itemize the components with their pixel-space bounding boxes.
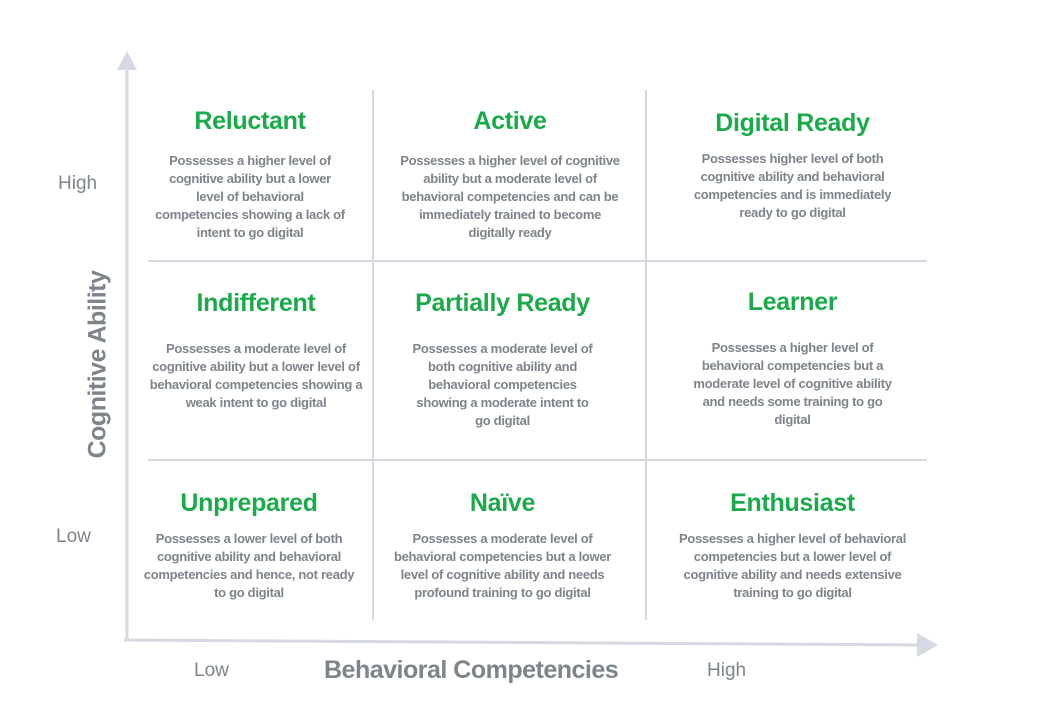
cell-naive: Naïve Possesses a moderate level of beha… [375,488,630,602]
cell-active: Active Possesses a higher level of cogni… [385,106,635,242]
x-axis-arrow-icon [917,633,938,657]
cell-title: Partially Ready [415,289,590,317]
cell-partially-ready: Partially Ready Possesses a moderate lev… [385,288,620,430]
y-tick-low: Low [56,526,91,547]
cell-description: Possesses a higher level of cognitive ab… [155,153,345,240]
x-axis-line [123,638,921,647]
x-tick-low: Low [194,660,229,681]
cell-learner: Learner Possesses a higher level of beha… [665,287,920,429]
y-tick-high: High [58,173,98,194]
cell-title: Reluctant [194,107,306,135]
cell-description: Possesses higher level of both cognitive… [693,151,892,220]
cell-unprepared: Unprepared Possesses a lower level of bo… [135,488,363,602]
x-tick-high: High [707,660,747,681]
cell-title: Naïve [469,489,536,517]
x-axis-title: Behavioral Competencies [324,656,619,684]
y-axis-title: Cognitive Ability [83,270,112,459]
cell-title: Active [473,107,547,135]
cell-description: Possesses a moderate level of both cogni… [412,341,593,428]
cell-description: Possesses a higher level of behavioral c… [693,340,892,427]
cell-title: Indifferent [196,289,316,317]
cell-description: Possesses a higher level of behavioral c… [678,531,907,600]
cell-title: Enthusiast [730,489,855,517]
cell-title: Learner [747,288,838,316]
y-axis-arrow-icon [117,51,137,70]
cell-reluctant: Reluctant Possesses a higher level of co… [140,106,360,242]
cell-digital-ready: Digital Ready Possesses higher level of … [660,108,925,222]
cell-description: Possesses a lower level of both cognitiv… [143,531,355,600]
cell-title: Digital Ready [715,109,870,137]
cell-enthusiast: Enthusiast Possesses a higher level of b… [665,488,920,602]
cell-indifferent: Indifferent Possesses a moderate level o… [140,288,372,412]
cell-description: Possesses a moderate level of cognitive … [149,341,363,410]
cell-description: Possesses a moderate level of behavioral… [393,531,612,600]
cell-description: Possesses a higher level of cognitive ab… [400,153,620,240]
cell-title: Unprepared [180,489,318,517]
